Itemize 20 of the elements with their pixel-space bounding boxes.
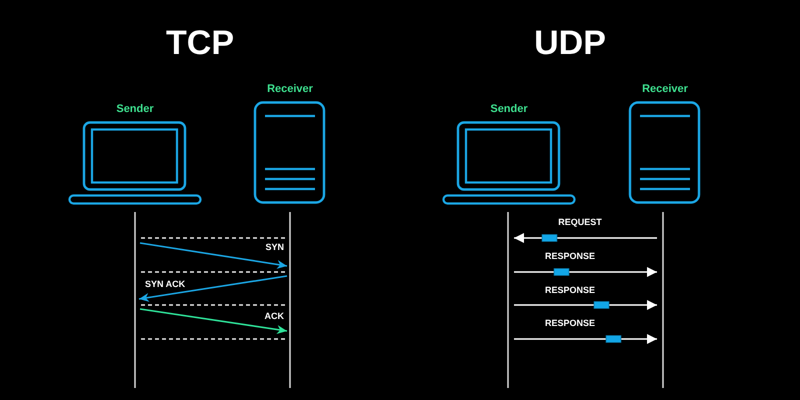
arrow xyxy=(140,308,288,334)
edge-label: REQUEST xyxy=(558,217,602,227)
arrow xyxy=(514,334,657,344)
section-heading: UDP xyxy=(534,25,606,61)
edge-label: RESPONSE xyxy=(545,251,595,261)
device-label: Receiver xyxy=(642,83,688,96)
edge-label: RESPONSE xyxy=(545,318,595,328)
edge-label: ACK xyxy=(264,311,284,321)
edge-label: SYN ACK xyxy=(145,279,186,289)
device-label: Sender xyxy=(116,103,154,116)
section-heading: TCP xyxy=(166,25,234,61)
arrow xyxy=(138,275,288,302)
device-label: Receiver xyxy=(267,83,313,96)
edge-label: SYN xyxy=(265,242,284,252)
arrow xyxy=(514,233,657,243)
arrow xyxy=(514,267,657,277)
arrow xyxy=(140,242,288,269)
edge-label: RESPONSE xyxy=(545,285,595,295)
arrow xyxy=(514,300,657,310)
device-label: Sender xyxy=(490,103,528,116)
